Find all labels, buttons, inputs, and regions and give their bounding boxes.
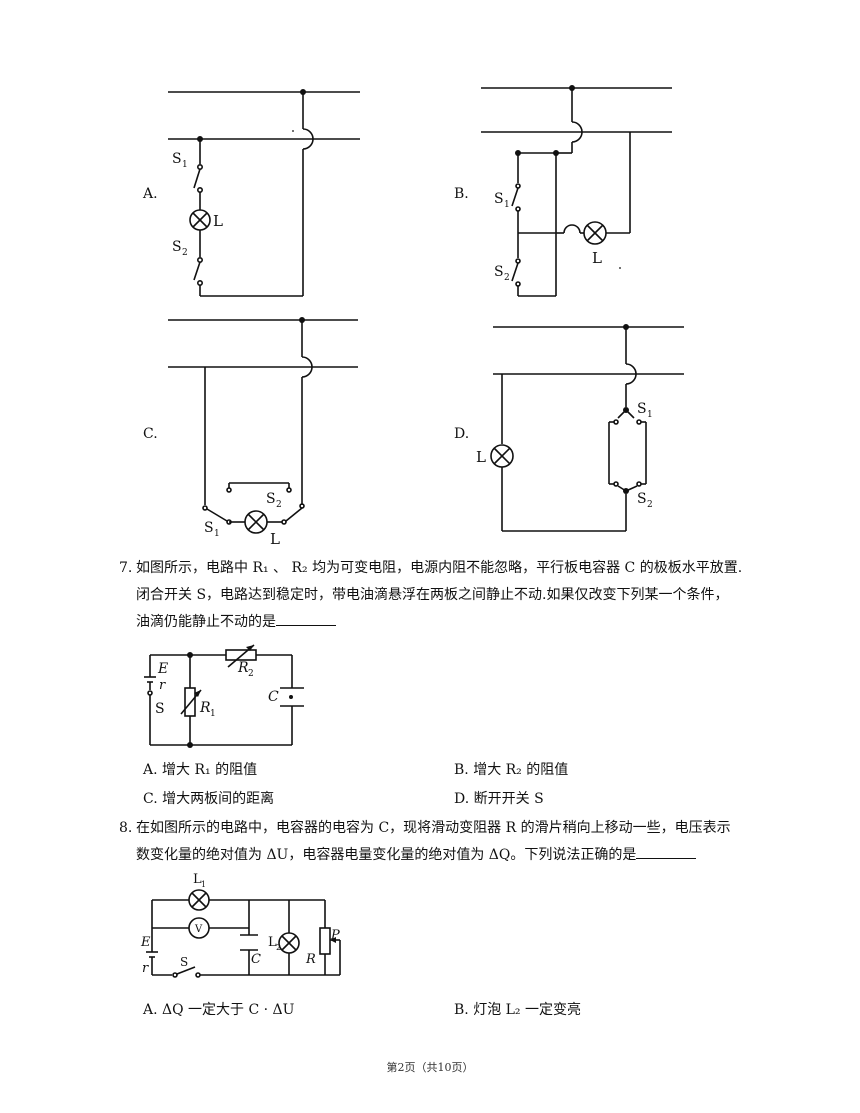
- q7-number: 7.: [119, 560, 133, 576]
- a-s1-label: S: [172, 151, 182, 167]
- q8-rr-label: R: [305, 952, 316, 967]
- q7-c-label: C: [268, 689, 279, 705]
- option-d-label: D.: [454, 426, 470, 442]
- q7-r2-sub: 2: [248, 669, 254, 679]
- page-footer: 第2页（共10页）: [386, 1061, 474, 1074]
- option-b-label: B.: [454, 186, 469, 202]
- q8-line2-text: 数变化量的绝对值为 ΔU，电容器电量变化量的绝对值为 ΔQ。下列说法正确的是: [136, 847, 637, 863]
- q7-option-a[interactable]: A. 增大 R₁ 的阻值: [143, 762, 258, 778]
- q8-answer-blank: [636, 844, 697, 859]
- q7-line3-text: 油滴仍能静止不动的是: [136, 614, 276, 630]
- d-s1-label: S: [637, 401, 647, 417]
- q7-s-label: S: [155, 701, 165, 717]
- q7-r2-label: R: [237, 660, 249, 676]
- c-lamp-label: L: [270, 530, 280, 548]
- q8-option-a[interactable]: A. ΔQ 一定大于 C · ΔU: [143, 1002, 295, 1018]
- q8-line2: 数变化量的绝对值为 ΔU，电容器电量变化量的绝对值为 ΔQ。下列说法正确的是: [136, 842, 697, 869]
- b-s2-label: S: [494, 264, 504, 280]
- q7-e-label: E: [157, 661, 168, 677]
- c-s2-label: S: [266, 491, 276, 507]
- b-lamp-label: L: [592, 249, 602, 267]
- q8-l1-label: L: [193, 872, 202, 887]
- q8-e-label: E: [140, 935, 151, 950]
- q7-line2: 闭合开关 S，电路达到稳定时，带电油滴悬浮在两板之间静止不动.如果仅改变下列某一…: [136, 587, 729, 603]
- q8-c-label: C: [251, 952, 261, 967]
- d-s2-label: S: [637, 491, 647, 507]
- c-s1-label: S: [204, 520, 214, 536]
- q7-answer-blank: [276, 611, 336, 626]
- q8-l1-sub: 1: [201, 880, 206, 889]
- q8-r-label: r: [142, 961, 149, 976]
- q8-s-label: S: [180, 955, 188, 969]
- c-s2-sub: 2: [276, 500, 282, 510]
- q7-r1-sub: 1: [210, 709, 216, 719]
- a-s1-sub: 1: [182, 160, 188, 170]
- q8-v-label: V: [194, 924, 203, 935]
- option-a-label: A.: [143, 186, 158, 202]
- q7-option-c[interactable]: C. 增大两板间的距离: [143, 791, 275, 807]
- a-s2-sub: 2: [182, 248, 188, 258]
- q7-r-label: r: [159, 678, 166, 693]
- c-s1-sub: 1: [214, 529, 220, 539]
- q7-line3: 油滴仍能静止不动的是: [136, 609, 336, 636]
- d-lamp-label: L: [476, 448, 486, 466]
- q8-p-label: P: [330, 928, 340, 943]
- a-lamp-label: L: [213, 212, 223, 230]
- q7-option-b[interactable]: B. 增大 R₂ 的阻值: [454, 762, 569, 778]
- b-s2-sub: 2: [504, 273, 510, 283]
- d-s2-sub: 2: [647, 500, 653, 510]
- d-s1-sub: 1: [647, 410, 653, 420]
- q8-l2-sub: 2: [276, 943, 281, 952]
- a-s2-label: S: [172, 239, 182, 255]
- q7-line1: 如图所示，电路中 R₁ 、 R₂ 均为可变电阻，电源内阻不能忽略，平行板电容器 …: [136, 560, 743, 576]
- q8-l2-label: L: [268, 935, 277, 950]
- q7-option-d[interactable]: D. 断开开关 S: [454, 791, 544, 807]
- b-s1-label: S: [494, 191, 504, 207]
- option-c-label: C.: [143, 426, 158, 442]
- b-s1-sub: 1: [504, 200, 510, 210]
- q8-line1: 在如图所示的电路中，电容器的电容为 C，现将滑动变阻器 R 的滑片稍向上移动一些…: [136, 820, 731, 836]
- q7-r1-label: R: [199, 700, 211, 716]
- q8-option-b[interactable]: B. 灯泡 L₂ 一定变亮: [454, 1002, 581, 1018]
- q8-number: 8.: [119, 820, 133, 836]
